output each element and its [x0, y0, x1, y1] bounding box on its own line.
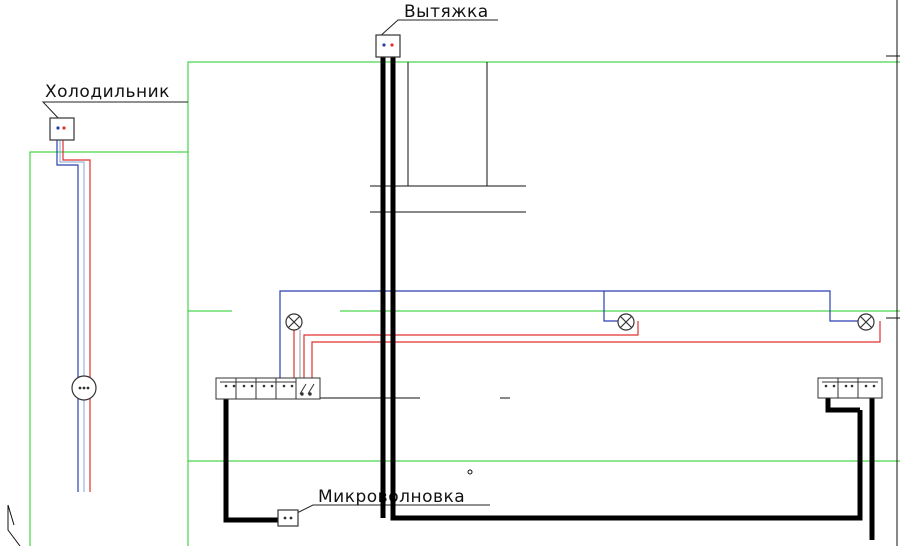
label-fridge: Холодильник [45, 82, 170, 102]
hood-socket-box [375, 34, 401, 58]
secondary-wires [59, 128, 289, 492]
lamp-3 [857, 313, 875, 331]
cable-microwave [223, 392, 284, 523]
wall-main [187, 61, 900, 546]
phase-wires [62, 43, 881, 492]
room-walls [29, 61, 900, 546]
thick-cables [223, 56, 875, 540]
lamp-2 [617, 313, 635, 331]
switch-symbol [299, 383, 315, 396]
microwave-socket-box [277, 509, 299, 527]
cable-hood-right [390, 56, 863, 521]
right-socket-block [817, 377, 883, 399]
lamp-1 [285, 313, 303, 331]
fridge-socket-box [49, 117, 75, 141]
neutral-wires [56, 43, 866, 492]
label-hood: Вытяжка [404, 2, 489, 22]
fridge-outlet-circle [71, 375, 97, 401]
left-socket-block [215, 377, 321, 400]
label-leaders [41, 19, 498, 516]
wall-left-column [29, 151, 188, 546]
